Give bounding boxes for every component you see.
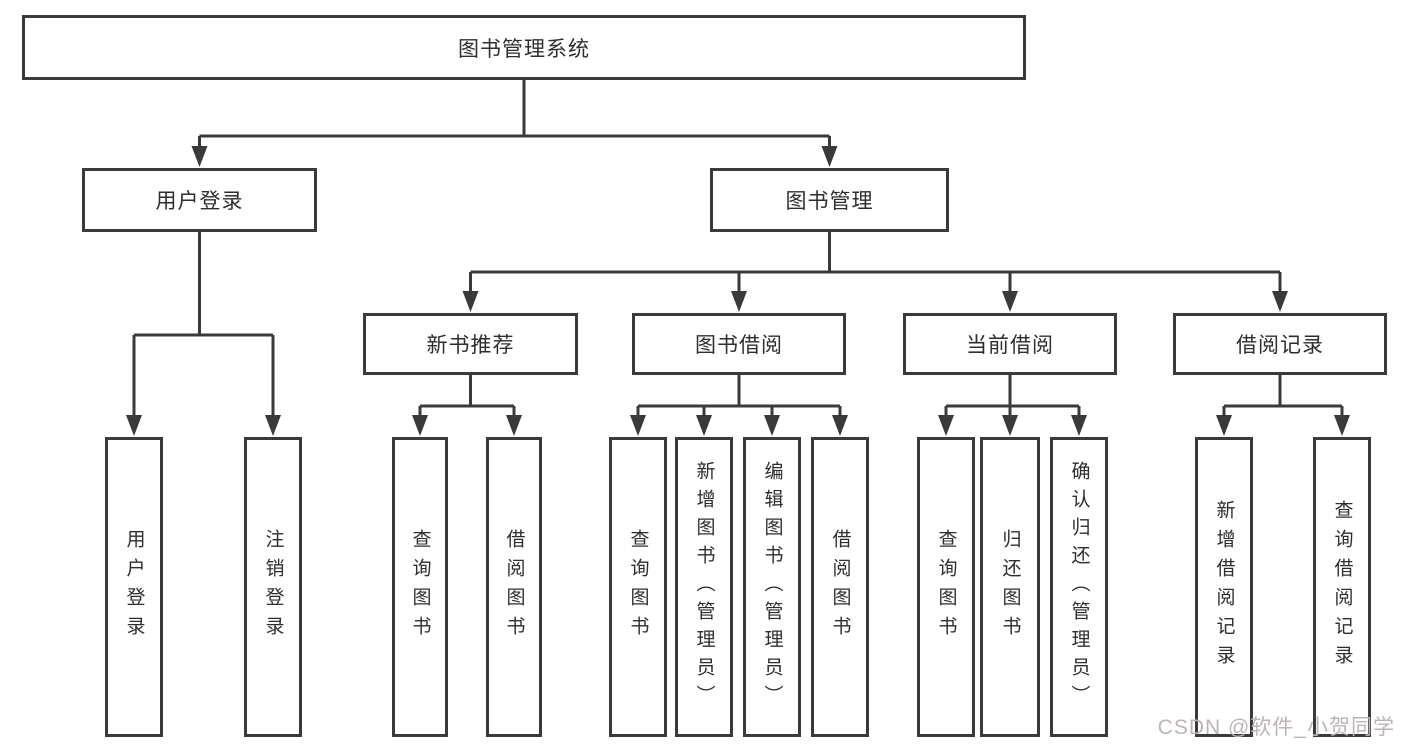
leaf-borrow-borrow-books-label: 借阅图书 — [829, 529, 851, 645]
node-new-book-recommend: 新书推荐 — [363, 313, 578, 375]
leaf-borrow-edit-books: 编辑图书（管理员） — [743, 437, 801, 737]
node-book-management-label: 图书管理 — [785, 190, 874, 213]
leaf-borrow-edit-books-label: 编辑图书（管理员） — [761, 461, 783, 713]
leaf-recommend-borrow-books-label: 借阅图书 — [503, 529, 525, 645]
leaf-logout-label: 注销登录 — [262, 529, 284, 645]
leaf-recommend-query-books: 查询图书 — [392, 437, 448, 737]
arrowheads — [126, 146, 1350, 436]
node-user-login-label: 用户登录 — [155, 190, 244, 213]
csdn-watermark: CSDN @软件_小贺同学 — [1157, 716, 1395, 739]
leaf-recommend-borrow-books: 借阅图书 — [486, 437, 542, 737]
leaf-records-add-record: 新增借阅记录 — [1195, 437, 1253, 737]
node-root: 图书管理系统 — [22, 15, 1026, 80]
leaf-borrow-query-books-label: 查询图书 — [627, 529, 649, 645]
node-current-borrowing-label: 当前借阅 — [966, 334, 1054, 357]
connector-root — [198, 79, 831, 150]
leaf-borrow-query-books: 查询图书 — [609, 437, 667, 737]
connector-new-book-recommend — [418, 375, 516, 418]
leaf-borrow-borrow-books: 借阅图书 — [811, 437, 869, 737]
leaf-borrow-add-books-label: 新增图书（管理员） — [693, 461, 715, 713]
node-book-borrowing: 图书借阅 — [632, 313, 846, 375]
node-new-book-recommend-label: 新书推荐 — [426, 334, 515, 357]
leaf-current-return-books-label: 归还图书 — [999, 529, 1021, 645]
leaf-user-login: 用户登录 — [105, 437, 163, 737]
leaf-current-confirm-return-label: 确认归还（管理员） — [1068, 461, 1090, 713]
leaf-user-login-label: 用户登录 — [123, 529, 145, 645]
leaf-logout: 注销登录 — [244, 437, 302, 737]
connector-book-management — [469, 232, 1282, 293]
connector-book-borrowing — [636, 375, 842, 418]
connector-current-borrowing — [944, 375, 1081, 418]
node-book-borrowing-label: 图书借阅 — [695, 334, 783, 357]
leaf-borrow-add-books: 新增图书（管理员） — [675, 437, 733, 737]
node-borrowing-records: 借阅记录 — [1173, 313, 1387, 375]
connector-borrowing-records — [1222, 375, 1344, 418]
connector-user-login — [132, 232, 275, 418]
node-borrowing-records-label: 借阅记录 — [1236, 334, 1324, 357]
leaf-records-query-record: 查询借阅记录 — [1313, 437, 1371, 737]
leaf-recommend-query-books-label: 查询图书 — [409, 529, 431, 645]
node-root-label: 图书管理系统 — [458, 37, 590, 61]
leaf-current-confirm-return: 确认归还（管理员） — [1050, 437, 1108, 737]
node-current-borrowing: 当前借阅 — [903, 313, 1117, 375]
leaf-current-return-books: 归还图书 — [980, 437, 1040, 737]
leaf-current-query-books-label: 查询图书 — [935, 529, 957, 645]
leaf-records-add-record-label: 新增借阅记录 — [1213, 500, 1235, 674]
node-book-management: 图书管理 — [710, 168, 949, 232]
leaf-records-query-record-label: 查询借阅记录 — [1331, 500, 1353, 674]
leaf-current-query-books: 查询图书 — [917, 437, 975, 737]
node-user-login: 用户登录 — [82, 168, 317, 232]
